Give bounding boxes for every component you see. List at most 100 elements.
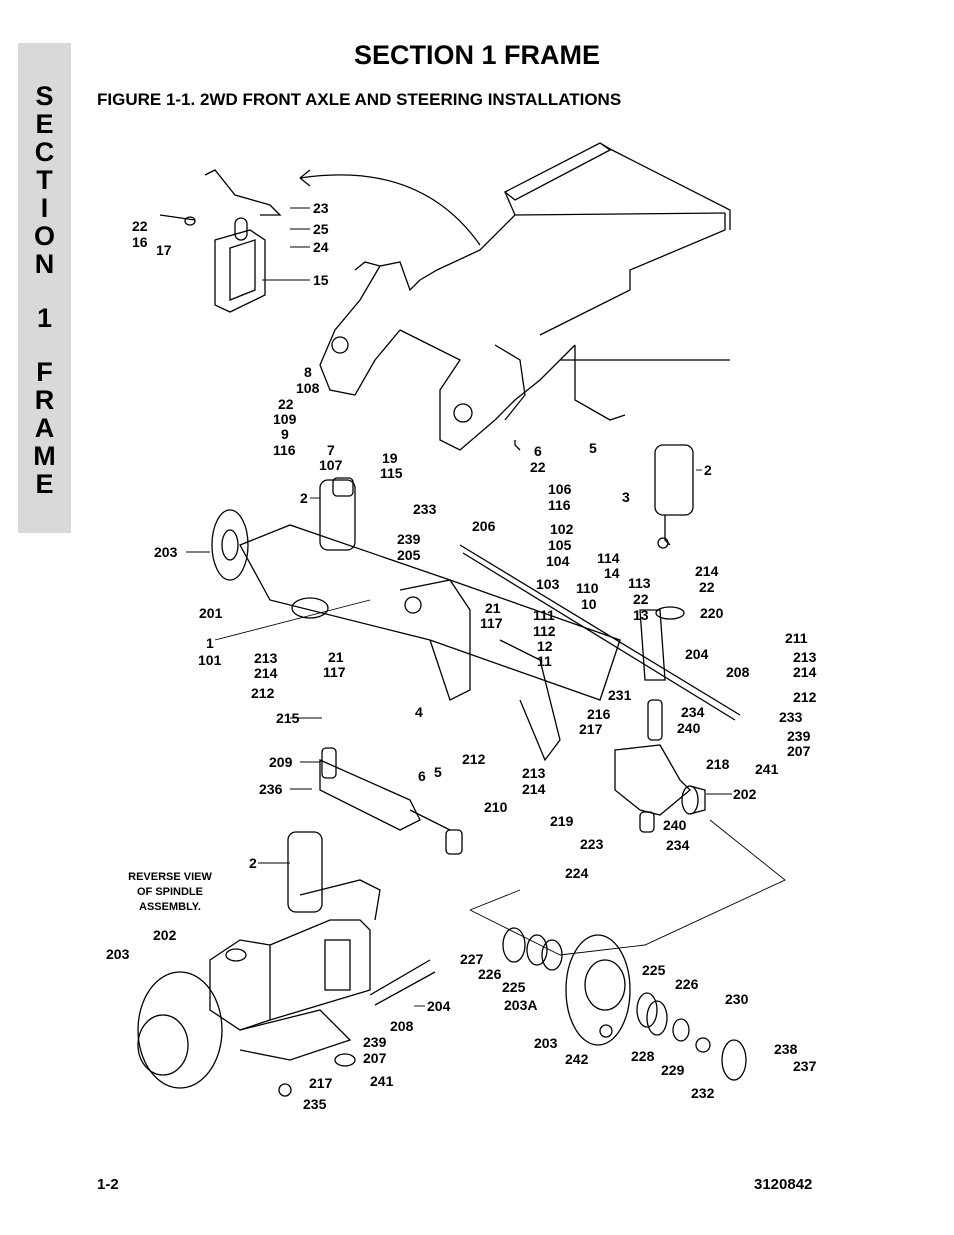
callout-label: 116 — [273, 442, 296, 458]
callouts: 23 22 16 17 25 24 15 8 108 22 109 9 116 … — [106, 200, 817, 1112]
callout-label: 109 — [273, 411, 297, 427]
callout-label: 213 — [254, 650, 278, 666]
callout-label: 240 — [663, 817, 687, 833]
callout-label: 238 — [774, 1041, 798, 1057]
callout-label: 217 — [309, 1075, 333, 1091]
figure-title: FIGURE 1-1. 2WD FRONT AXLE AND STEERING … — [97, 90, 622, 109]
callout-label: 235 — [303, 1096, 327, 1112]
callout-label: 230 — [725, 991, 749, 1007]
side-tab-letter: R — [34, 385, 55, 415]
callout-label: 115 — [380, 465, 403, 481]
callout-label: 9 — [281, 426, 289, 442]
side-tab-letter: E — [35, 469, 54, 499]
callout-label: 22 — [699, 579, 715, 595]
callout-label: 203 — [106, 946, 130, 962]
callout-label: 24 — [313, 239, 329, 255]
callout-label: 227 — [460, 951, 484, 967]
callout-label: 17 — [156, 242, 172, 258]
callout-label: 117 — [480, 615, 503, 631]
frame-outline — [319, 142, 731, 451]
callout-label: 110 — [576, 580, 599, 596]
callout-label: 2 — [300, 490, 308, 506]
callout-label: 214 — [695, 563, 719, 579]
callout-label: 228 — [631, 1048, 655, 1064]
callout-label: 214 — [254, 665, 278, 681]
callout-label: 12 — [537, 638, 553, 654]
callout-label: 241 — [755, 761, 779, 777]
callout-label: 207 — [787, 743, 811, 759]
section-title: SECTION 1 FRAME — [353, 40, 601, 70]
leader-lines — [186, 207, 732, 1007]
callout-label: 226 — [675, 976, 699, 992]
callout-label: 113 — [628, 575, 651, 591]
callout-label: 212 — [251, 685, 275, 701]
callout-label: 7 — [327, 442, 335, 458]
side-tab-letter: 1 — [36, 303, 53, 333]
note-line: ASSEMBLY. — [139, 901, 201, 913]
steering-cylinder — [319, 747, 463, 855]
side-tab-letter: F — [36, 357, 53, 387]
callout-label: 206 — [472, 518, 496, 534]
callout-label: 233 — [779, 709, 803, 725]
reverse-view-assembly — [137, 831, 436, 1097]
callout-label: 207 — [363, 1050, 387, 1066]
callout-label: 223 — [580, 836, 604, 852]
hub-exploded — [502, 927, 747, 1081]
side-tab-letter: M — [33, 441, 56, 471]
reverse-view-note: REVERSE VIEW OF SPINDLE ASSEMBLY. — [128, 871, 212, 913]
callout-label: 219 — [550, 813, 574, 829]
side-tab-letter: E — [35, 109, 54, 139]
section-side-tab: S E C T I O N 1 F R A M E — [18, 43, 71, 533]
callout-label: 103 — [536, 576, 560, 592]
side-tab-letter: I — [40, 193, 49, 223]
callout-label: 116 — [548, 497, 571, 513]
callout-label: 202 — [733, 786, 757, 802]
callout-label: 111 — [533, 607, 555, 623]
callout-label: 19 — [382, 450, 398, 466]
callout-label: 104 — [546, 553, 570, 569]
callout-label: 203 — [534, 1035, 558, 1051]
callout-label: 220 — [700, 605, 724, 621]
callout-label: 11 — [537, 653, 552, 669]
callout-label: 8 — [304, 364, 312, 380]
callout-label: 213 — [522, 765, 546, 781]
callout-label: 114 — [597, 550, 620, 566]
callout-label: 4 — [415, 704, 423, 720]
callout-label: 25 — [313, 221, 329, 237]
document-number: 3120842 — [754, 1176, 813, 1193]
callout-label: 232 — [691, 1085, 715, 1101]
callout-label: 2 — [249, 855, 257, 871]
callout-label: 213 — [793, 649, 817, 665]
callout-label: 2 — [704, 462, 712, 478]
callout-label: 240 — [677, 720, 701, 736]
callout-label: 21 — [328, 649, 344, 665]
callout-label: 225 — [502, 979, 526, 995]
side-tab-letter: O — [33, 221, 55, 251]
callout-label: 10 — [581, 596, 597, 612]
side-tab-letter: S — [35, 81, 54, 111]
callout-label: 215 — [276, 710, 300, 726]
callout-label: 5 — [589, 440, 597, 456]
callout-label: 22 — [132, 218, 148, 234]
callout-label: 203 — [154, 544, 178, 560]
callout-label: 102 — [550, 521, 574, 537]
inset-outline — [469, 819, 786, 956]
callout-label: 112 — [533, 623, 556, 639]
callout-label: 14 — [604, 565, 620, 581]
callout-label: 23 — [313, 200, 329, 216]
cylinder-left — [319, 477, 356, 551]
callout-label: 105 — [548, 537, 572, 553]
callout-label: 218 — [706, 756, 730, 772]
callout-label: 203A — [504, 997, 537, 1013]
callout-label: 1 — [206, 635, 214, 651]
callout-label: 229 — [661, 1062, 685, 1078]
callout-label: 3 — [622, 489, 630, 505]
callout-label: 22 — [530, 459, 546, 475]
callout-label: 21 — [485, 600, 501, 616]
callout-label: 224 — [565, 865, 589, 881]
callout-label: 208 — [726, 664, 750, 680]
callout-label: 241 — [370, 1073, 394, 1089]
callout-label: 205 — [397, 547, 421, 563]
note-line: OF SPINDLE — [137, 886, 203, 898]
